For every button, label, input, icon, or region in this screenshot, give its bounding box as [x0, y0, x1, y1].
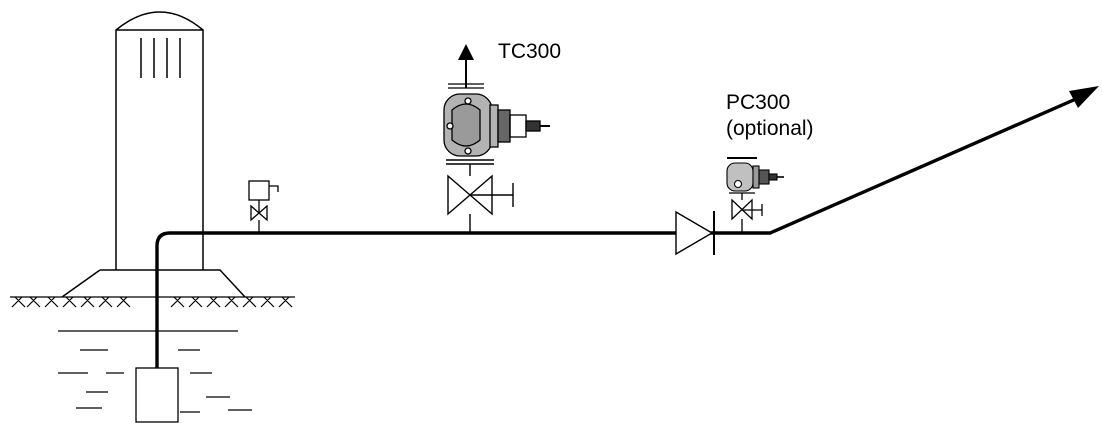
- submersible-pump: [135, 367, 179, 423]
- flow-arrow-head: [1069, 86, 1099, 108]
- ground-surface: [10, 296, 295, 308]
- storage-tank: [61, 11, 246, 298]
- pc300-isolation-valve: [729, 192, 763, 233]
- pc300-control-valve: [726, 157, 784, 192]
- pc300-optional-note: (optional): [726, 117, 814, 140]
- pc300-label: PC300: [726, 91, 791, 114]
- main-pipeline: [155, 93, 1086, 368]
- signal-arrow-up: [458, 44, 474, 60]
- main-isolation-valve: [446, 159, 514, 233]
- tc300-control-valve: [443, 44, 550, 157]
- solenoid-valve: [248, 180, 279, 233]
- groundwater-lines: [58, 330, 252, 413]
- tc300-label: TC300: [498, 40, 562, 63]
- check-valve: [675, 210, 715, 256]
